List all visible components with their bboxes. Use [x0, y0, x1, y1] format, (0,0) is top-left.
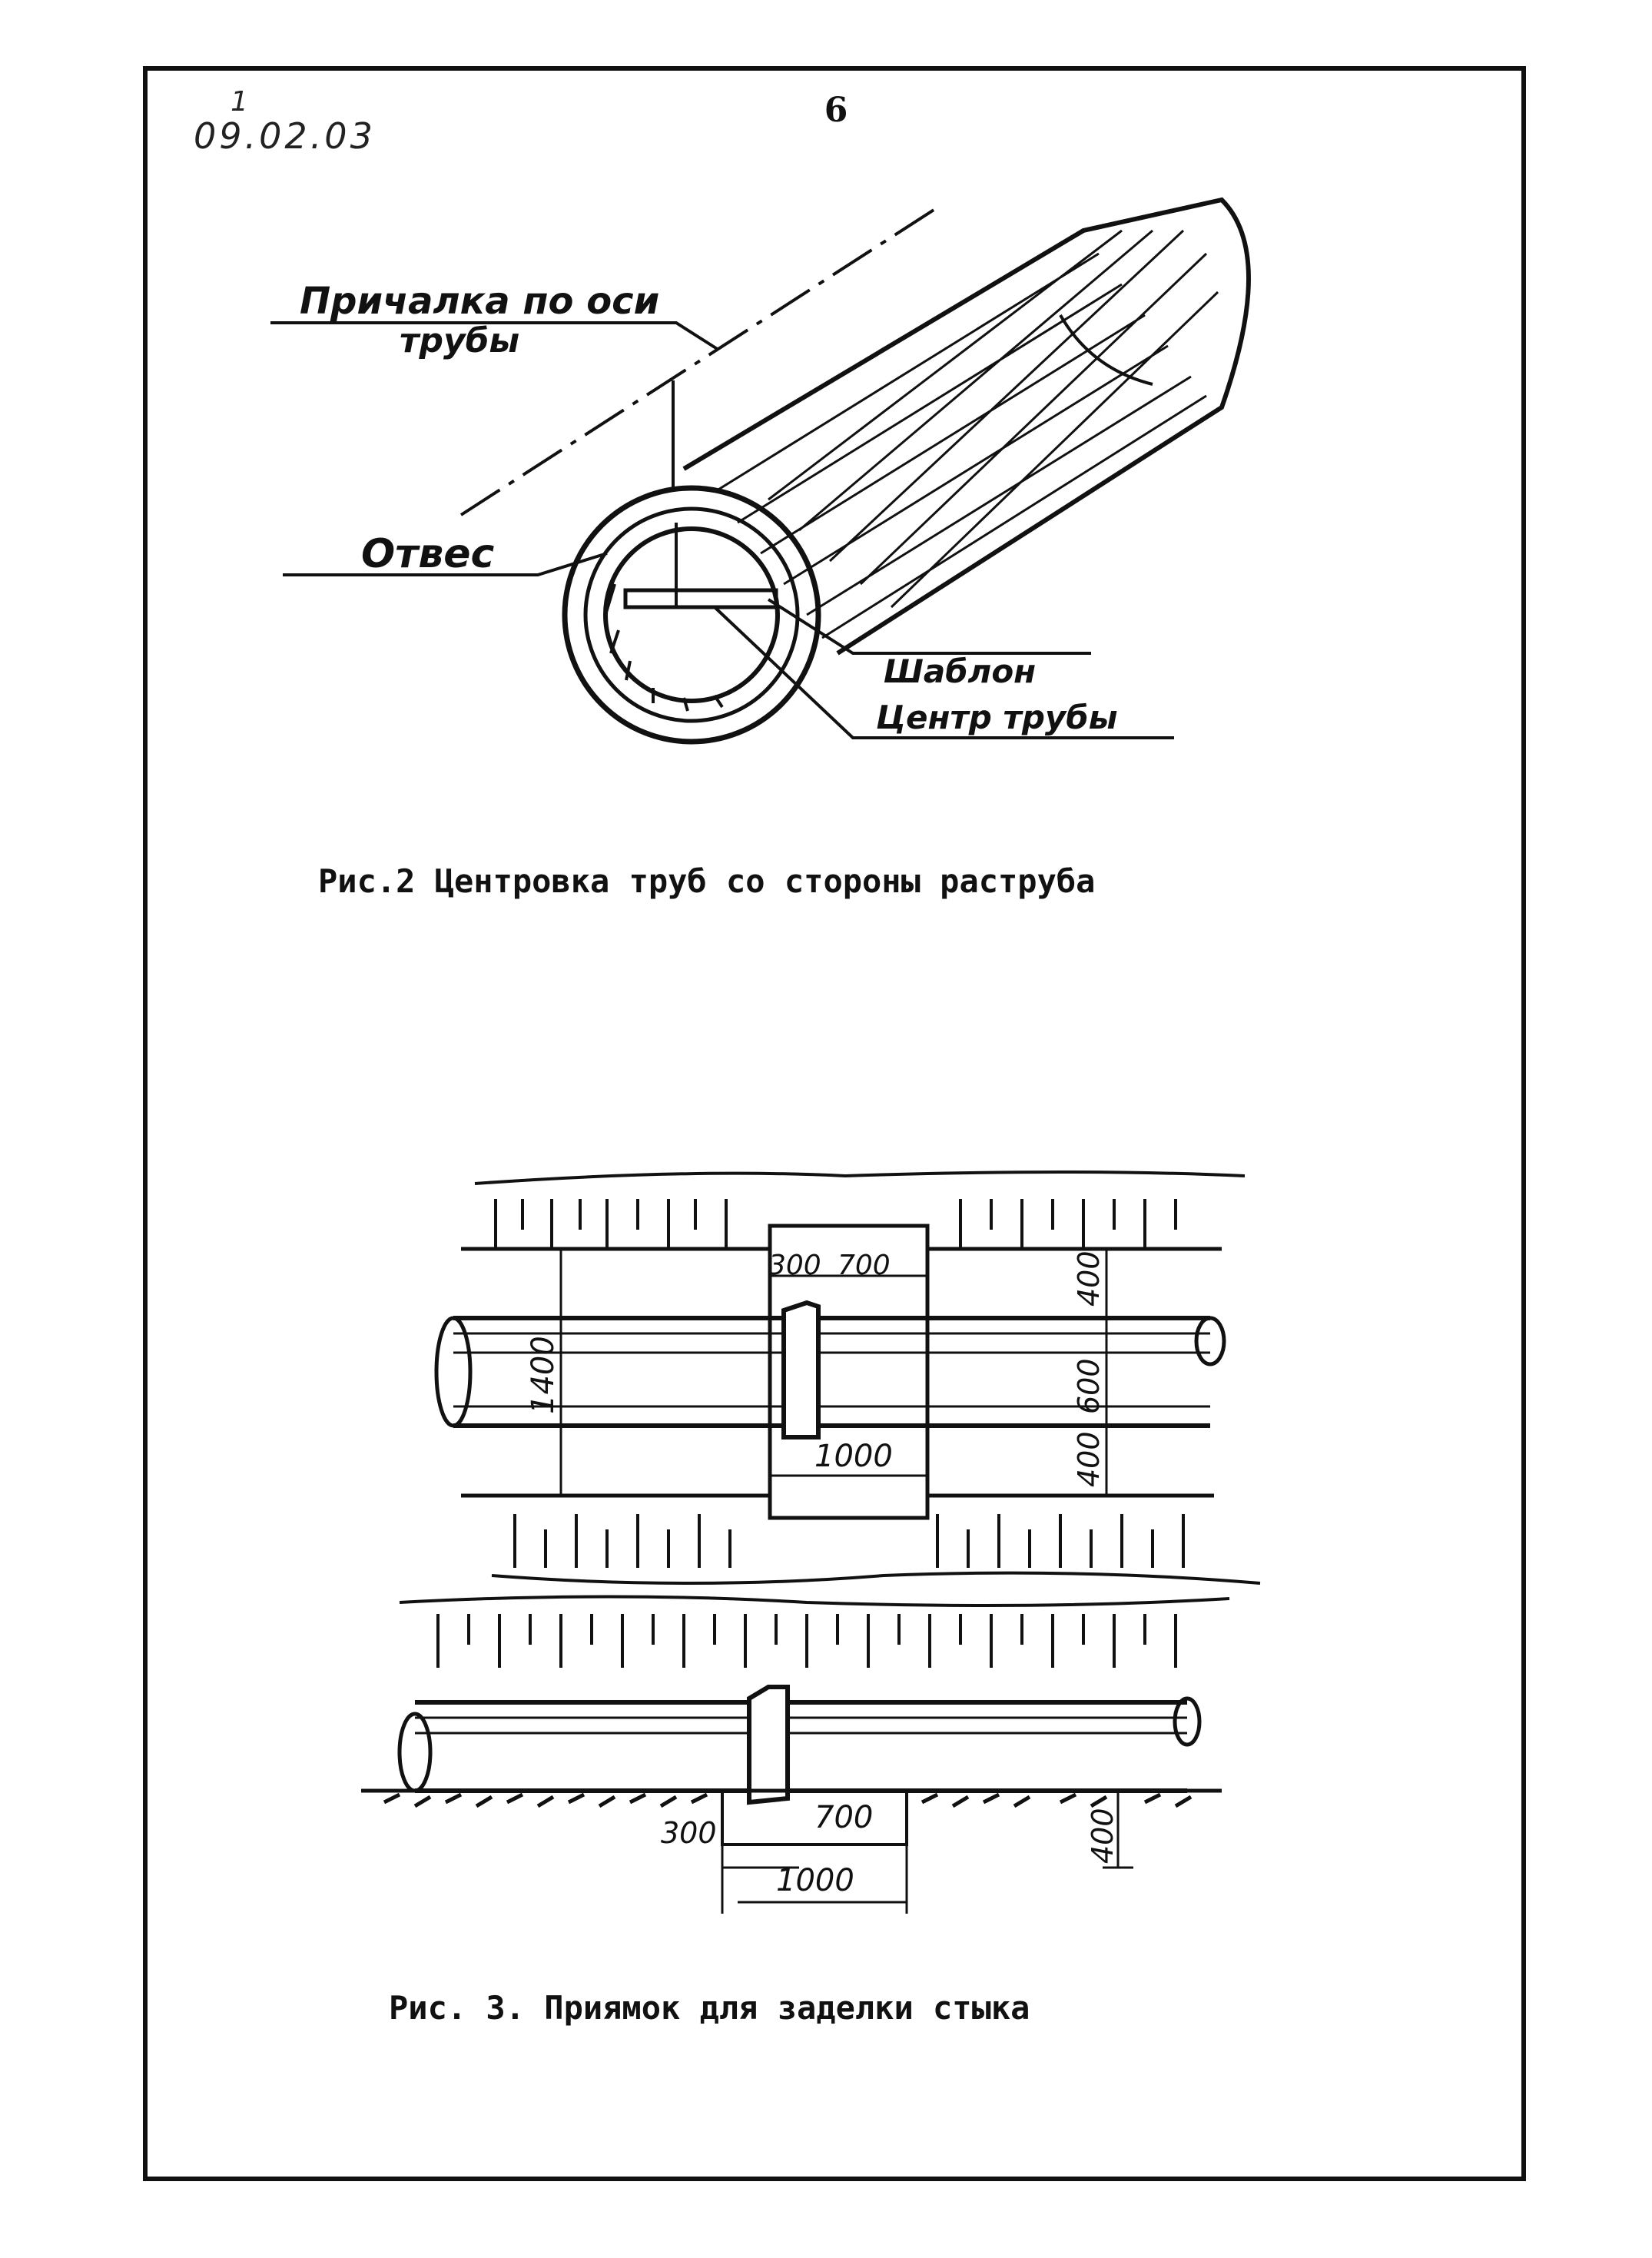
plan-dim-right-upper: 400: [1072, 1250, 1106, 1307]
section-dim-left: 300: [661, 1816, 717, 1850]
plan-dim-right-top: 700: [838, 1250, 891, 1281]
page-number: 6: [824, 91, 848, 130]
plan-dim-bottom-width: 1000: [814, 1439, 893, 1474]
label-string-line-2: трубы: [400, 321, 519, 360]
label-string-line: Причалка по оси: [300, 280, 659, 323]
plan-dim-right-middle: 600: [1072, 1358, 1106, 1414]
figure3-caption: Рис. 3. Приямок для заделки стыка: [389, 1989, 1030, 2027]
label-template: Шаблон: [884, 652, 1036, 690]
figure2-caption: Рис.2 Центровка труб со стороны раструба: [318, 862, 1096, 900]
page-frame: [143, 66, 1526, 2181]
document-date: 09.02.03: [194, 115, 376, 157]
section-dim-depth: 400: [1086, 1808, 1120, 1864]
figure3-section: [361, 1595, 1230, 1914]
section-dim-total: 1000: [776, 1863, 854, 1898]
label-plumb: Отвес: [361, 531, 495, 577]
sheet-mark: 1: [231, 86, 248, 118]
plan-dim-height-total: 1400: [526, 1336, 561, 1414]
section-dim-right: 700: [814, 1800, 873, 1835]
label-pipe-center: Центр трубы: [876, 699, 1118, 736]
plan-dim-left-top: 300: [768, 1250, 821, 1281]
plan-dim-right-lower: 400: [1072, 1431, 1106, 1487]
figure3-plan: [434, 1171, 1261, 1585]
figure2-pipe-drawing: [270, 197, 1251, 745]
